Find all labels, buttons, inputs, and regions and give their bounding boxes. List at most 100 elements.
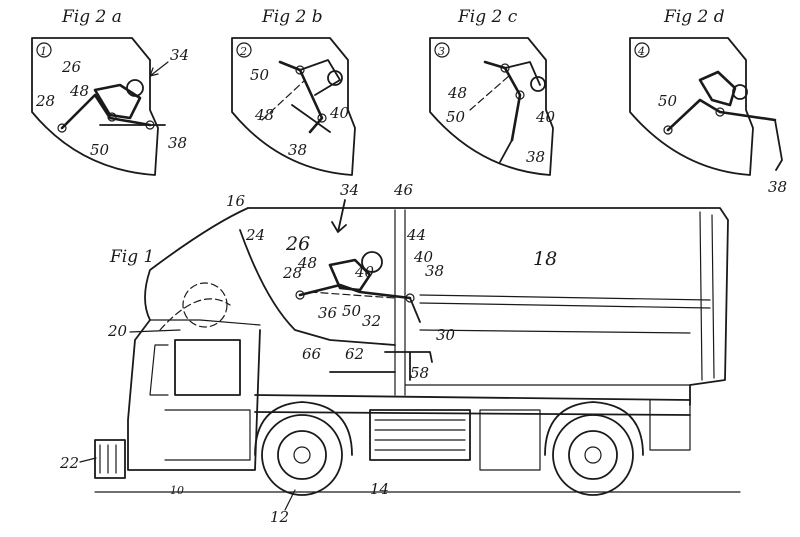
fig-1-label-36: 36	[318, 304, 338, 322]
fig-2a-panel: Fig 2 a 1 26 48 28 50 38 34	[31, 7, 189, 176]
cab-roof-line	[149, 319, 261, 326]
packer-arm	[298, 283, 412, 300]
fig-1-label-44: 44	[406, 226, 426, 244]
fig-2b-step-marker	[236, 42, 252, 58]
body-tailgate	[699, 211, 715, 381]
leader-22	[79, 457, 97, 463]
fig-2b-label-40: 40	[329, 104, 350, 122]
fig-2d-blade	[774, 119, 783, 171]
loading-arm	[384, 351, 433, 381]
fig-2c-linkage	[504, 61, 541, 86]
fig-2c-label-48: 48	[447, 84, 467, 102]
front-rim	[277, 430, 327, 480]
cab-window	[174, 339, 241, 396]
fig-2a-label-28: 28	[35, 92, 55, 110]
packer-cylinder	[309, 291, 396, 299]
fig-1-label-66: 66	[302, 345, 322, 363]
rear-wheel-arch	[544, 401, 644, 456]
fig-2d-title: Fig 2 d	[663, 7, 725, 27]
fig-2b-arm	[278, 60, 324, 134]
rear-hub	[584, 446, 602, 464]
fig-2b-pivot	[327, 70, 343, 86]
fig-2a-joint	[107, 112, 117, 122]
battery-box	[479, 409, 541, 471]
fig-1-label-32: 32	[362, 312, 381, 330]
fig-1-label-40b: 40	[354, 263, 375, 281]
fig-2a-label-48: 48	[69, 82, 89, 100]
fig-2b-title: Fig 2 b	[261, 7, 323, 27]
fig-1-label-28: 28	[282, 264, 302, 282]
fig-2b-label-38: 38	[288, 141, 307, 159]
leader-12	[284, 489, 296, 511]
fig-2a-label-50: 50	[90, 141, 110, 159]
front-hub	[293, 446, 311, 464]
fig-2c-label-38: 38	[526, 148, 545, 166]
fig-1-truck: Fig 1	[59, 181, 741, 526]
bumper-grille	[99, 444, 117, 474]
fig-2c-housing	[429, 37, 554, 176]
fig-2c-title: Fig 2 c	[457, 7, 518, 27]
fig-2c-joint	[500, 63, 510, 73]
fig-2d-joint	[663, 125, 673, 135]
rear-tire	[552, 414, 634, 496]
fig-1-label-16: 16	[226, 192, 246, 210]
fig-1-label-22: 22	[59, 454, 79, 472]
fig-2a-joint	[57, 123, 67, 133]
fig-2c-label-50: 50	[446, 108, 466, 126]
fig-2d-label-38: 38	[768, 178, 787, 196]
fig-2a-pivot	[126, 79, 144, 97]
fig-2a-label-26: 26	[61, 58, 82, 76]
fig-2d-pivot	[732, 84, 748, 100]
rear-rim	[568, 430, 618, 480]
fig-2c-cylinder	[469, 74, 511, 111]
body-rib	[419, 294, 711, 309]
fig-2a-arm	[60, 93, 152, 130]
fig-2c-label-40: 40	[535, 108, 556, 126]
fig-2d-panel: Fig 2 d 4 50 38	[629, 7, 787, 196]
cab-door-lower	[164, 409, 251, 461]
front-bumper	[94, 439, 126, 479]
fig-2a-label-34: 34	[170, 46, 189, 64]
fig-1-label-58: 58	[410, 364, 429, 382]
fig-2b-linkage	[299, 59, 341, 96]
fig-2b-label-48: 48	[254, 106, 274, 124]
fig-2d-arm	[666, 98, 777, 132]
fig-2b-cylinder	[261, 79, 306, 121]
cab-tilt-arc	[159, 298, 231, 331]
fig-2a-title: Fig 2 a	[61, 7, 122, 27]
fig-1-arrow-34	[331, 199, 347, 233]
fuel-tank	[369, 409, 471, 461]
packer-joint	[295, 290, 305, 300]
fig-2d-step-marker	[634, 42, 650, 58]
fig-2c-step-number: 3	[438, 45, 445, 58]
fig-2d-joint	[715, 107, 725, 117]
cab-windshield	[149, 344, 169, 396]
front-wheel	[254, 401, 353, 496]
hopper-lower-wall	[239, 229, 396, 346]
fig-1-label-50: 50	[342, 302, 362, 320]
fig-2a-step-number: 1	[40, 45, 47, 58]
fig-2b-label-50: 50	[250, 66, 270, 84]
rear-bumper	[649, 399, 691, 451]
packer-main-pivot	[361, 251, 383, 273]
fig-2b-blade	[291, 104, 331, 133]
fig-2a-linkage	[93, 83, 142, 120]
cab-pivot-detail	[182, 282, 228, 328]
fig-1-label-30: 30	[436, 326, 456, 344]
fig-2c-step-marker	[434, 42, 450, 58]
fig-2c-joint	[515, 90, 525, 100]
fig-1-label-14: 14	[370, 480, 389, 498]
fig-2b-housing	[231, 37, 356, 176]
fig-2c-panel: Fig 2 c 3 48 50 40 38	[429, 7, 556, 176]
truck-body-outline	[247, 207, 729, 406]
fig-2c-blade	[499, 139, 513, 163]
tank-ribs	[374, 419, 466, 451]
fig-2a-housing	[31, 37, 159, 176]
front-wheel-arch	[254, 401, 353, 456]
fig-1-label-62: 62	[345, 345, 364, 363]
front-tire	[261, 414, 343, 496]
fig-2b-joint	[295, 65, 305, 75]
fig-2a-arrow	[149, 61, 169, 77]
fig-2d-linkage	[698, 70, 737, 107]
